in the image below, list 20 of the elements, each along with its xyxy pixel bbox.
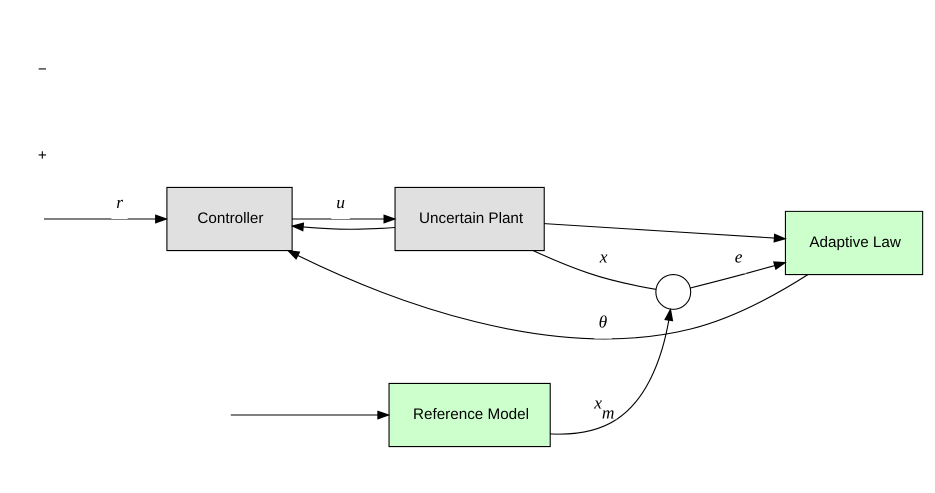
arrow <box>290 222 394 232</box>
edge-label: x <box>599 246 607 266</box>
arrow <box>43 214 168 224</box>
arrow <box>544 223 786 243</box>
node-box: Reference Model <box>388 382 550 448</box>
arrow <box>292 214 396 224</box>
arrow <box>230 410 390 420</box>
label: + <box>37 146 46 164</box>
node-box: Uncertain Plant <box>394 186 544 252</box>
edge-label: θ <box>598 312 607 332</box>
label: − <box>37 60 46 78</box>
edge-label: r <box>116 192 123 212</box>
node-circle <box>654 274 691 310</box>
node-box: Adaptive Law <box>784 210 923 276</box>
arrow <box>690 261 786 288</box>
node-box: Controller <box>166 186 292 252</box>
connector <box>532 250 656 290</box>
edge-label: e <box>734 246 742 266</box>
arrow <box>550 308 673 435</box>
edge-label: u <box>336 192 344 212</box>
